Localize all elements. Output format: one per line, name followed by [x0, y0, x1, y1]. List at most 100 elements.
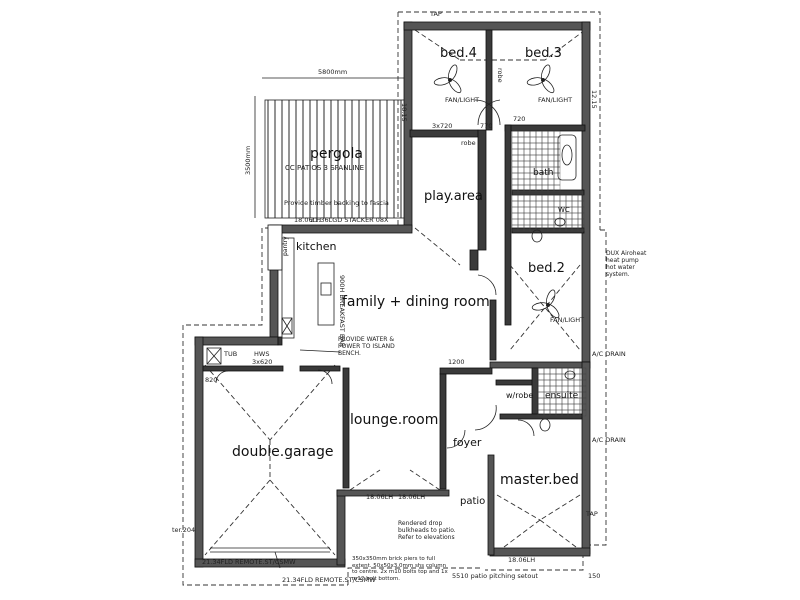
dim-pergola-depth: 3500mm: [244, 146, 252, 175]
floor-tile: [529, 154, 537, 162]
floor-tile: [571, 212, 579, 220]
floor-tile: [543, 373, 551, 381]
external-walls: [194, 21, 591, 568]
floor-tile: [523, 212, 531, 220]
tub-label: TUB: [223, 350, 237, 358]
floor-tile: [511, 160, 519, 168]
floor-tile: [553, 166, 561, 174]
floor-tile: [541, 130, 549, 138]
floor-tile: [555, 373, 563, 381]
toilet-icon: [531, 229, 543, 243]
note-fascia: Provide timber backing to fascia: [284, 199, 389, 207]
floor-tile: [529, 212, 537, 220]
floor-tile: [511, 172, 519, 180]
room-label-robe-b4: robe: [496, 68, 504, 83]
room-label-bed4: bed.4: [440, 46, 477, 61]
note-garage-door: 21.34FLD REMOTE.ST/CSMW: [202, 558, 296, 566]
floor-tile: [517, 212, 525, 220]
floor-tile: [511, 148, 519, 156]
floor-tile: [553, 160, 561, 168]
hws-label: HWS: [254, 350, 269, 358]
floor-tile: [537, 403, 545, 411]
ceiling-fan-icon: [433, 64, 462, 94]
floor-tile: [571, 200, 579, 208]
floor-tile: [547, 206, 555, 214]
leader-line: [299, 349, 341, 353]
ensuite-toilet-icon: [539, 418, 551, 432]
room-label-foyer: foyer: [453, 436, 482, 449]
floor-tile: [547, 154, 555, 162]
floor-tile: [537, 397, 545, 405]
room-label-family-dining: family + dining room: [342, 294, 490, 310]
room-label-ensuite: ensuite: [545, 391, 579, 401]
floor-tile: [555, 403, 563, 411]
floor-tile: [571, 206, 579, 214]
floor-tile: [517, 136, 525, 144]
floor-tile: [511, 136, 519, 144]
room-label-robe: w/robe: [506, 391, 533, 400]
floor-tile: [573, 367, 581, 375]
floor-tile: [535, 200, 543, 208]
dux-note: DUX Airoheat heat pump hot water system.: [606, 250, 646, 278]
floor-tile: [561, 367, 569, 375]
floor-tile: [553, 194, 561, 202]
floor-tile: [567, 379, 575, 387]
note-breakfast-bar: 900H BREAKFAST BAR: [338, 275, 346, 348]
floor-tile: [541, 194, 549, 202]
room-label-bath: bath: [533, 168, 553, 178]
room-label-wc: WC: [558, 206, 570, 214]
floor-tile: [529, 142, 537, 150]
floor-tile: [529, 206, 537, 214]
floor-tile: [553, 178, 561, 186]
floor-tile: [511, 194, 519, 202]
fan-light-label-bed3: FAN/LIGHT: [538, 96, 572, 104]
floor-tile: [523, 172, 531, 180]
floor-tile: [535, 148, 543, 156]
fan-light-label-bed4: FAN/LIGHT: [445, 96, 479, 104]
floor-tile: [537, 391, 545, 399]
note-water-power: PROVIDE WATER & POWER TO ISLAND BENCH.: [338, 336, 395, 356]
floor-tile: [523, 178, 531, 186]
level-1: 18.15: [400, 103, 408, 122]
floor-tile: [573, 403, 581, 411]
door-swings: [215, 99, 535, 449]
floor-tile: [547, 148, 555, 156]
floor-tile: [529, 136, 537, 144]
bath-tub: [557, 134, 577, 181]
floor-tile: [517, 160, 525, 168]
ceiling-fan-icon: [531, 289, 560, 319]
room-label-robe-b3: robe: [461, 139, 476, 147]
floor-tile: [579, 409, 587, 417]
floor-tile: [529, 218, 537, 226]
floor-tile: [549, 373, 557, 381]
room-label-play-area: play.area: [424, 189, 483, 204]
floor-tile: [535, 218, 543, 226]
floor-tile: [549, 367, 557, 375]
floor-tile: [553, 148, 561, 156]
floor-tile: [535, 154, 543, 162]
fan-light-label-bed2: FAN/LIGHT: [550, 316, 584, 324]
dim-820: 820: [205, 376, 217, 384]
note-stacker: 21.36LGD STACKER 08X: [310, 216, 389, 224]
room-label-bed3: bed.3: [525, 46, 562, 61]
floor-tile: [523, 206, 531, 214]
floor-tile: [529, 148, 537, 156]
floor-tile: [517, 142, 525, 150]
note-bulkheads: Rendered drop bulkheads to patio. Refer …: [398, 520, 456, 541]
floor-tile: [523, 194, 531, 202]
floor-tile: [537, 373, 545, 381]
floor-tile: [555, 367, 563, 375]
floor-tile: [517, 172, 525, 180]
kitchen-bench: [281, 237, 295, 339]
ceiling-fan-icon: [526, 64, 555, 94]
floor-tile: [553, 172, 561, 180]
note-ter: ter.204: [172, 526, 195, 534]
floor-tile: [541, 178, 549, 186]
floor-tile: [547, 160, 555, 168]
floor-tile: [535, 212, 543, 220]
floor-tile: [511, 212, 519, 220]
floor-tile: [553, 154, 561, 162]
floor-tile: [517, 154, 525, 162]
floor-tile: [541, 212, 549, 220]
